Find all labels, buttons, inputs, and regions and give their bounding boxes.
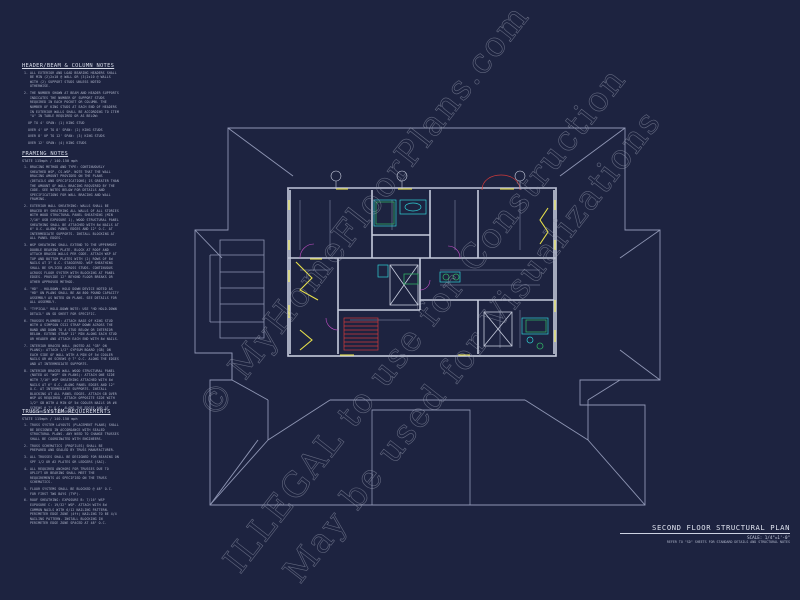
note-item: TRUSS SYSTEM LAYOUTS (PLACEMENT PLANS) S… [30, 423, 120, 441]
notes-heading: HEADER/BEAM & COLUMN NOTES [22, 63, 115, 69]
title-rule [620, 533, 790, 534]
note-subitem: OVER 8' UP TO 12' SPAN: (3) KING STUDS [28, 134, 105, 139]
green-fixtures [375, 201, 547, 350]
note-item: BRACING METHOD AND TYPE: CONTINUOUSLY SH… [30, 165, 120, 202]
header-posts [288, 188, 556, 356]
plan-reference-note: REFER TO "SD" SHEETS FOR STANDARD DETAIL… [666, 540, 790, 544]
note-item: THE NUMBER SHOWN AT BEAM AND HEADER SUPP… [30, 91, 120, 119]
note-item: ALL EXTERIOR AND LOAD BEARING HEADERS SH… [30, 71, 120, 89]
notes-subtitle: STATE 115mph / 140-150 mph [22, 158, 78, 163]
note-subitem: OVER 4' UP TO 8' SPAN: (2) KING STUDS [28, 127, 103, 132]
note-item: "HD" - HOLDOWN: HOLD DOWN DEVICE NOTED A… [30, 287, 120, 305]
note-item: EXTERIOR WALL SHEATHING: WALLS SHALL BE … [30, 204, 120, 241]
header-beam-notes: HEADER/BEAM & COLUMN NOTES ALL EXTERIOR … [22, 64, 120, 148]
note-item: WSP SHEATHING SHALL EXTEND TO THE UPPERM… [30, 243, 120, 284]
note-item: TRUSS SCHEMATICS (PROFILES) SHALL BE PRE… [30, 444, 120, 453]
note-item: ROOF SHEATHING: EXPOSURE B: 7/16" WSP EX… [30, 498, 120, 526]
note-item: ALL REQUIRED ANCHORS FOR TRUSSES DUE TO … [30, 467, 120, 485]
note-subitem: UP TO 4' SPAN: (1) KING STUD [28, 120, 85, 125]
note-item: FLOOR SYSTEMS SHALL BE BLOCKED @ 48" O.C… [30, 487, 120, 496]
notes-subtitle: STATE 115mph / 140-150 mph [22, 416, 78, 421]
door-swings [299, 243, 461, 331]
roof-outline [194, 127, 661, 506]
notes-heading: TRUSS SYSTEM REQUIREMENTS [22, 409, 111, 415]
stair-run-red [343, 174, 521, 351]
left-dormer [209, 239, 265, 339]
note-item: TRUSSES PLUMBED: ATTACH BASE OF KING STU… [30, 319, 120, 342]
note-subitem: OVER 12' SPAN: (4) KING STUDS [28, 141, 87, 146]
lower-roof-panel [371, 409, 471, 506]
notes-heading: FRAMING NOTES [22, 151, 69, 157]
note-item: INTERIOR BRACED WALL WOOD STRUCTURAL PAN… [30, 369, 120, 415]
bathroom-fixtures [373, 199, 549, 344]
second-floor-walls [287, 187, 557, 357]
stair-opening [389, 264, 513, 347]
title-block: SECOND FLOOR STRUCTURAL PLAN SCALE: 1/4"… [620, 523, 790, 544]
plan-title: SECOND FLOOR STRUCTURAL PLAN [652, 523, 790, 532]
truss-notes: TRUSS SYSTEM REQUIREMENTS STATE 115mph /… [22, 410, 120, 528]
plan-scale: SCALE: 1/4"=1'-0" [747, 535, 790, 540]
framing-notes: FRAMING NOTES STATE 115mph / 140-150 mph… [22, 152, 120, 417]
callout-bubbles [330, 170, 526, 189]
note-item: INTERIOR BRACED WALL (NOTED AS "GB" ON P… [30, 344, 120, 367]
note-item: ALL TRUSSES SHALL BE DESIGNED FOR BEARIN… [30, 455, 120, 464]
framing-lines [288, 187, 556, 348]
note-item: "TYPICAL" HOLD-DOWN NOTE: USE "HD HOLD-D… [30, 307, 120, 316]
